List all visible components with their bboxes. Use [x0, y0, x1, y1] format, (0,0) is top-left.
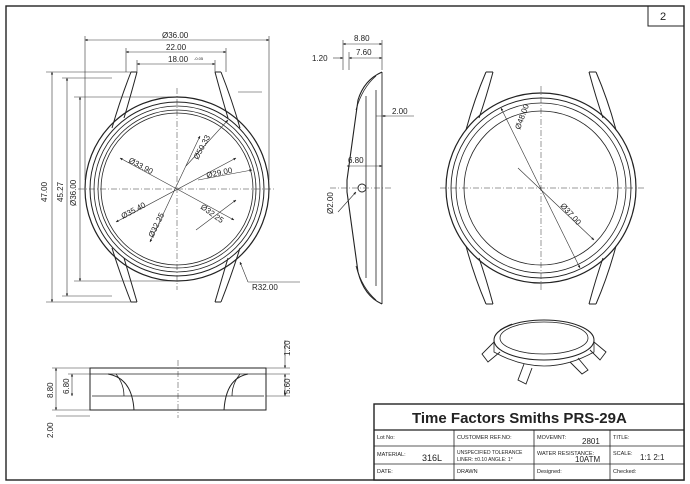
cell-drawn-label: DRAWN: [457, 469, 478, 475]
dim-section-top-step: 1.20: [283, 340, 292, 356]
dim-section-total-height: 8.80: [46, 382, 55, 398]
cell-title-label: TITLE:: [613, 435, 630, 441]
cell-material-value: 316L: [422, 453, 442, 463]
dim-inner-b: Ø32.25: [199, 202, 226, 225]
dim-case-dia-side: Ø36.00: [69, 179, 78, 206]
cell-designed-label: Designed:: [537, 469, 562, 475]
cell-lot-no-label: Lot No:: [377, 435, 395, 441]
cell-material-label: MATERIAL:: [377, 452, 406, 458]
front-view: Ø36.00 22.00 18.00 -0.05 47.00 45.27 Ø36…: [40, 31, 300, 303]
back-view: Ø48.00 Ø37.00: [440, 71, 644, 305]
dim-lug-inner-length: 45.27: [56, 181, 65, 202]
dim-side-bezel-step: 1.20: [312, 54, 328, 63]
cell-scale-label: SCALE:: [613, 451, 633, 457]
cell-movement-label: MOVEMNT:: [537, 435, 567, 441]
cell-water-resistance-value: 10ATM: [575, 455, 601, 464]
cell-movement-value: 2801: [582, 437, 600, 446]
dim-lug-radius: R32.00: [252, 283, 278, 292]
dim-section-right-height: 5.60: [283, 378, 292, 394]
sheet-number: 2: [660, 11, 666, 23]
lug-bottom-left: [111, 247, 132, 303]
dim-back-inner: Ø37.00: [559, 201, 584, 227]
section-view: 8.80 6.80 2.00 1.20 5.60: [46, 340, 292, 438]
sheet-number-box: [647, 5, 685, 27]
cell-scale-value: 1:1 2:1: [640, 453, 665, 462]
dim-side-hole-dia: Ø2.00: [326, 192, 335, 214]
lug-top-left: [111, 71, 132, 129]
lug-top-right: [220, 71, 241, 129]
dim-inner-a: Ø32.25: [147, 211, 167, 239]
title-text: Time Factors Smiths PRS-29A: [412, 410, 627, 427]
title-block: Time Factors Smiths PRS-29A Lot No: CUST…: [373, 403, 685, 481]
isometric-view: [481, 319, 607, 385]
cell-water-resistance-label: WATER RESISTANCE:: [537, 451, 595, 457]
cell-date-label: DATE:: [377, 469, 393, 475]
side-view: 8.80 7.60 1.20 2.00 6.80 Ø2.00: [312, 34, 414, 305]
dim-side-body-height: 7.60: [356, 48, 372, 57]
dim-overall-length: 47.00: [40, 181, 49, 202]
dim-side-total-height: 8.80: [354, 34, 370, 43]
cell-tolerance-label: UNSPECIFIED TOLERANCE: [457, 450, 523, 456]
lug-bottom-right: [220, 247, 241, 303]
side-profile-outer: [346, 71, 383, 305]
dim-strap-width: 18.00: [168, 55, 189, 64]
dim-dial-dia: Ø33.90: [127, 156, 155, 177]
dim-section-bottom-height: 2.00: [46, 422, 55, 438]
dim-case-dia-top: Ø36.00: [162, 31, 189, 40]
dim-opening-dia: Ø29.00: [206, 166, 234, 180]
dim-strap-width-suffix: -0.05: [194, 56, 204, 61]
dim-section-middle-height: 6.80: [62, 378, 71, 394]
dim-lug-width: 22.00: [166, 43, 187, 52]
dim-side-crown-pos: 6.80: [348, 156, 364, 165]
cell-tolerance-value: LINER: ±0.10 ANGLE: 1°: [457, 457, 513, 463]
sheet-border: [5, 5, 685, 481]
cell-checked-label: Checked:: [613, 469, 637, 475]
dim-side-lug-offset: 2.00: [392, 107, 408, 116]
dim-bezel-dia: Ø35.40: [120, 200, 148, 221]
cell-customer-ref-label: CUSTOMER REF.NO:: [457, 435, 512, 441]
